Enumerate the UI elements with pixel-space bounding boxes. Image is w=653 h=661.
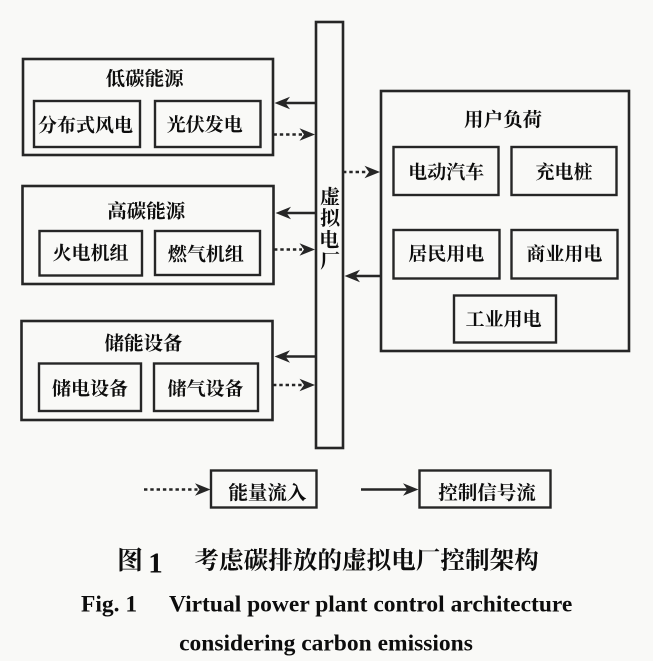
svg-text:Fig. 1: Fig. 1 <box>81 592 137 618</box>
svg-text:considering carbon emissions: considering carbon emissions <box>179 631 473 657</box>
svg-text:1: 1 <box>148 548 163 580</box>
svg-text:Virtual power plant control ar: Virtual power plant control architecture <box>169 592 572 618</box>
